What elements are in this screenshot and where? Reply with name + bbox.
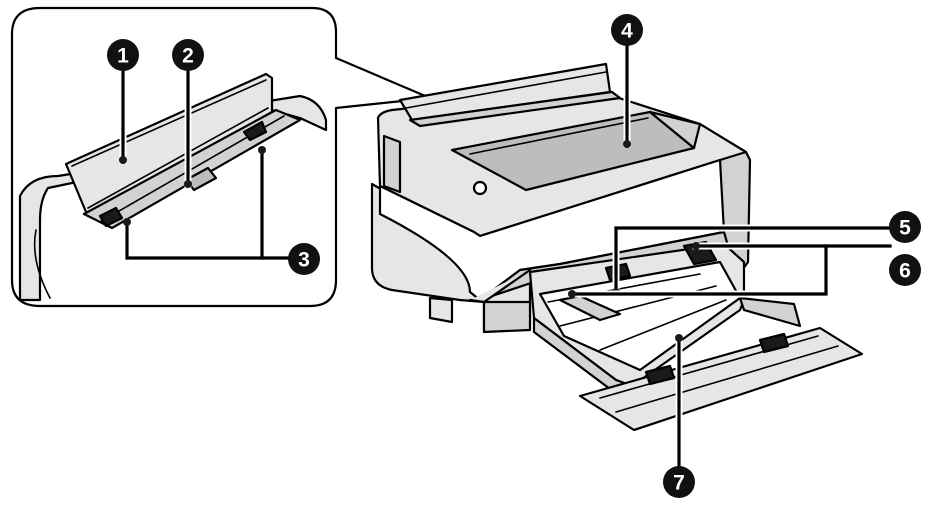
callout-4-number: 4 bbox=[621, 20, 633, 43]
inset-zoom-panel bbox=[10, 6, 432, 308]
callout-5: 5 bbox=[889, 211, 921, 243]
callout-6-number: 6 bbox=[899, 260, 911, 283]
callout-6: 6 bbox=[889, 254, 921, 286]
callout-4: 4 bbox=[611, 14, 643, 46]
callout-7-number: 7 bbox=[673, 472, 685, 495]
callout-1: 1 bbox=[107, 39, 139, 71]
callout-leader-lines bbox=[119, 41, 894, 470]
callout-2: 2 bbox=[172, 39, 204, 71]
callout-7: 7 bbox=[663, 466, 695, 498]
callout-3-number: 3 bbox=[298, 249, 310, 272]
printer-illustration bbox=[370, 62, 864, 432]
callout-1-number: 1 bbox=[117, 45, 129, 68]
callout-5-number: 5 bbox=[899, 217, 911, 240]
callout-2-number: 2 bbox=[182, 45, 194, 68]
callout-3: 3 bbox=[288, 243, 320, 275]
